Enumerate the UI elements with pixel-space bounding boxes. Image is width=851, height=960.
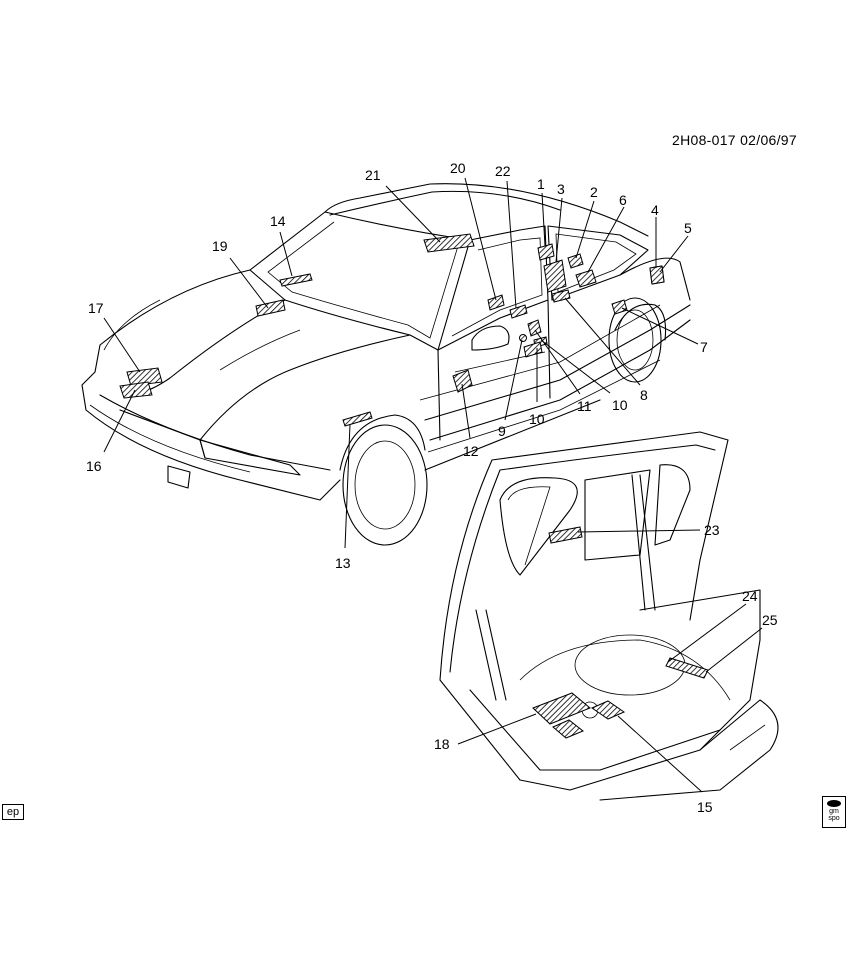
callout-18: 18	[434, 736, 450, 752]
label-9	[519, 334, 527, 342]
callout-2: 2	[590, 184, 598, 200]
callout-19: 19	[212, 238, 228, 254]
ep-badge: ep	[2, 804, 24, 820]
label-20	[487, 294, 505, 311]
callout-22: 22	[495, 163, 511, 179]
callout-24: 24	[742, 588, 758, 604]
callout-9: 9	[498, 423, 506, 439]
callout-4: 4	[651, 202, 659, 218]
callout-21: 21	[365, 167, 381, 183]
label-6	[575, 269, 597, 288]
label-4	[649, 265, 665, 285]
callout-5: 5	[684, 220, 692, 236]
leader-lines	[103, 177, 763, 793]
callout-10a: 10	[529, 411, 545, 427]
trunk-illustration	[439, 431, 779, 801]
callout-3: 3	[557, 181, 565, 197]
spo-logo-text: spo	[828, 815, 840, 822]
label-12	[452, 369, 473, 393]
label-patches	[119, 233, 709, 739]
callout-10b: 10	[612, 397, 628, 413]
gm-logo-icon	[827, 800, 841, 807]
label-22	[509, 304, 528, 319]
car-illustration	[81, 183, 691, 546]
label-10b	[523, 341, 543, 358]
label-17	[126, 367, 163, 387]
label-11	[527, 319, 542, 337]
callout-16: 16	[86, 458, 102, 474]
document-id: 2H08-017 02/06/97	[672, 132, 797, 148]
callout-6: 6	[619, 192, 627, 208]
callout-7: 7	[700, 339, 708, 355]
gm-spo-logo: gm spo	[822, 796, 846, 828]
callout-1: 1	[537, 176, 545, 192]
label-18	[532, 692, 591, 725]
label-25	[665, 657, 709, 679]
callout-numbers: 1 2 3 4 5 6 7 8 9 10 10 11 12 13 14 15 1…	[86, 160, 778, 815]
label-18b	[552, 719, 584, 739]
callout-12: 12	[463, 443, 479, 459]
label-15	[590, 700, 626, 720]
callout-11: 11	[577, 398, 592, 414]
label-16	[119, 381, 153, 399]
callout-20: 20	[450, 160, 466, 176]
gm-logo-text: gm	[829, 808, 839, 815]
label-21	[423, 233, 475, 253]
label-2	[567, 253, 584, 269]
label-7	[611, 299, 628, 315]
callout-13: 13	[335, 555, 351, 571]
callout-17: 17	[88, 300, 104, 316]
label-13	[342, 411, 373, 427]
callout-25: 25	[762, 612, 778, 628]
callout-8: 8	[640, 387, 648, 403]
label-14	[279, 273, 313, 287]
callout-15: 15	[697, 799, 713, 815]
label-1	[537, 243, 555, 261]
callout-14: 14	[270, 213, 286, 229]
callout-23: 23	[704, 522, 720, 538]
label-19	[255, 299, 286, 317]
label-3	[543, 259, 567, 293]
label-23	[548, 526, 583, 544]
